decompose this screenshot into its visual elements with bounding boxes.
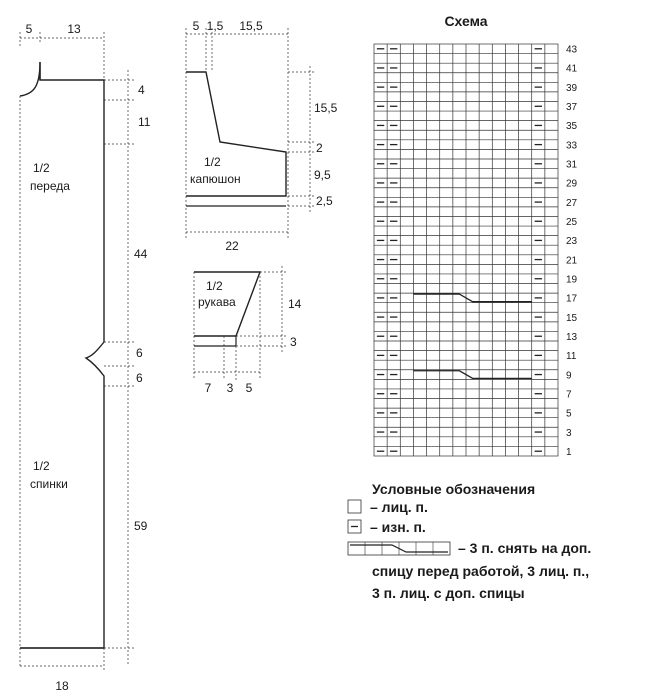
row-number: 5 <box>566 409 572 420</box>
dim-59: 59 <box>134 519 148 533</box>
legend-cable-line-1: – 3 п. снять на доп. <box>458 540 591 556</box>
row-number: 7 <box>566 390 572 401</box>
cable-crossing <box>413 293 532 303</box>
dim-6-lower: 6 <box>136 371 143 385</box>
hood-dim-2: 2 <box>316 141 323 155</box>
knit-symbol <box>347 499 362 514</box>
row-number: 39 <box>566 83 578 94</box>
row-number: 33 <box>566 140 578 151</box>
legend-purl: – изн. п. <box>370 519 426 535</box>
hood-piece: 5 1,5 15,5 15,5 2 9,5 2,5 22 1/2 капюшон <box>185 19 338 253</box>
hood-dim-15-5-side: 15,5 <box>314 101 338 115</box>
front-back-piece: 5 13 4 11 44 6 6 59 18 1/2 переда 1/2 сп… <box>19 22 151 693</box>
schema-grid <box>373 43 559 457</box>
row-number: 1 <box>566 447 572 458</box>
row-number: 19 <box>566 275 578 286</box>
back-label: спинки <box>30 477 68 491</box>
front-label: переда <box>30 179 70 193</box>
dim-44: 44 <box>134 247 148 261</box>
front-label-fraction: 1/2 <box>33 161 50 175</box>
legend-cable-line-3: 3 п. лиц. с доп. спицы <box>372 585 525 601</box>
hood-dim-22: 22 <box>225 239 239 253</box>
legend-cable-line-2: спицу перед работой, 3 лиц. п., <box>372 563 589 579</box>
hood-dim-5: 5 <box>193 19 200 33</box>
sleeve-dim-3-bottom: 3 <box>227 381 234 395</box>
front-back-outline <box>19 61 105 649</box>
row-number: 35 <box>566 121 578 132</box>
hood-dim-9-5: 9,5 <box>314 168 331 182</box>
hood-label: капюшон <box>190 172 241 186</box>
dim-6-upper: 6 <box>136 346 143 360</box>
row-number: 37 <box>566 102 578 113</box>
sleeve-dim-14: 14 <box>288 297 302 311</box>
hood-dim-2-5: 2,5 <box>316 194 333 208</box>
row-number: 21 <box>566 255 578 266</box>
sleeve-dim-3: 3 <box>290 335 297 349</box>
dim-11: 11 <box>138 115 151 129</box>
hood-outline <box>186 71 287 197</box>
legend-title: Условные обозначения <box>372 481 535 497</box>
hood-label-fraction: 1/2 <box>204 155 221 169</box>
legend: Условные обозначения – лиц. п. – изн. п.… <box>347 481 591 601</box>
schema-title: Схема <box>444 13 487 29</box>
row-number: 41 <box>566 64 578 75</box>
sleeve-label: рукава <box>198 295 236 309</box>
row-number: 15 <box>566 313 578 324</box>
sleeve-piece: 14 3 7 3 5 1/2 рукава <box>193 266 302 395</box>
row-number: 17 <box>566 294 578 305</box>
dim-neck-width: 5 <box>26 22 33 36</box>
row-number: 43 <box>566 45 578 56</box>
row-number: 27 <box>566 198 578 209</box>
dim-4: 4 <box>138 83 145 97</box>
sleeve-label-fraction: 1/2 <box>206 279 223 293</box>
row-number: 25 <box>566 217 578 228</box>
cable-symbol <box>347 541 451 556</box>
row-number: 23 <box>566 236 578 247</box>
row-number: 31 <box>566 160 578 171</box>
back-label-fraction: 1/2 <box>33 459 50 473</box>
hood-dim-1-5: 1,5 <box>207 19 224 33</box>
sleeve-dim-5: 5 <box>246 381 253 395</box>
stitch-schema: Схема 4341393735333129272523211917151311… <box>373 13 578 458</box>
row-number: 3 <box>566 428 572 439</box>
row-number: 13 <box>566 332 578 343</box>
hood-dim-15-5-top: 15,5 <box>239 19 263 33</box>
sleeve-outline <box>194 271 262 337</box>
row-number: 29 <box>566 179 578 190</box>
row-number: 9 <box>566 370 572 381</box>
legend-knit: – лиц. п. <box>370 499 428 515</box>
dim-18: 18 <box>55 679 69 693</box>
row-number: 11 <box>566 351 577 362</box>
sleeve-dim-7: 7 <box>205 381 212 395</box>
cable-crossing <box>413 370 532 379</box>
dim-shoulder-width: 13 <box>67 22 81 36</box>
